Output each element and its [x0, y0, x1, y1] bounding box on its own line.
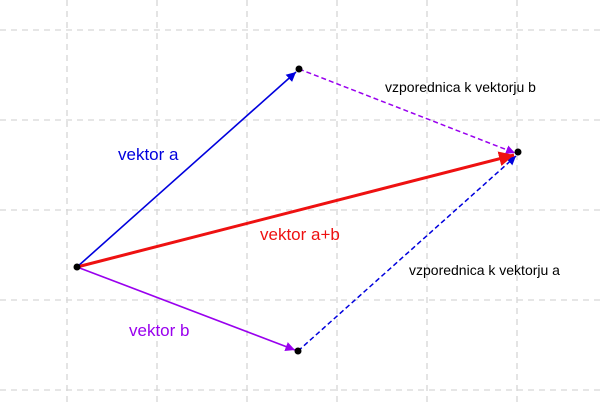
- vector-b-arrow: [76, 266, 296, 352]
- vector-sum-label: vektor a+b: [260, 225, 340, 244]
- parallel-to-vector-a-label: vzporednica k vektorju a: [409, 262, 560, 278]
- parallel-to-vector-a-line: [297, 155, 517, 352]
- parallel-to-vector-b-label: vzporednica k vektorju b: [385, 79, 536, 95]
- parallel-to-vector-b-line: [298, 68, 516, 154]
- vector-b-label: vektor b: [129, 321, 189, 340]
- vector-a-arrow: [76, 71, 297, 268]
- sum-end-point: [514, 148, 522, 156]
- vector-a-end-point: [295, 65, 303, 73]
- vector-b-end-point: [294, 347, 302, 355]
- origin-point: [73, 263, 81, 271]
- vector-sum-arrow: [76, 151, 515, 269]
- vector-a-label: vektor a: [118, 145, 179, 164]
